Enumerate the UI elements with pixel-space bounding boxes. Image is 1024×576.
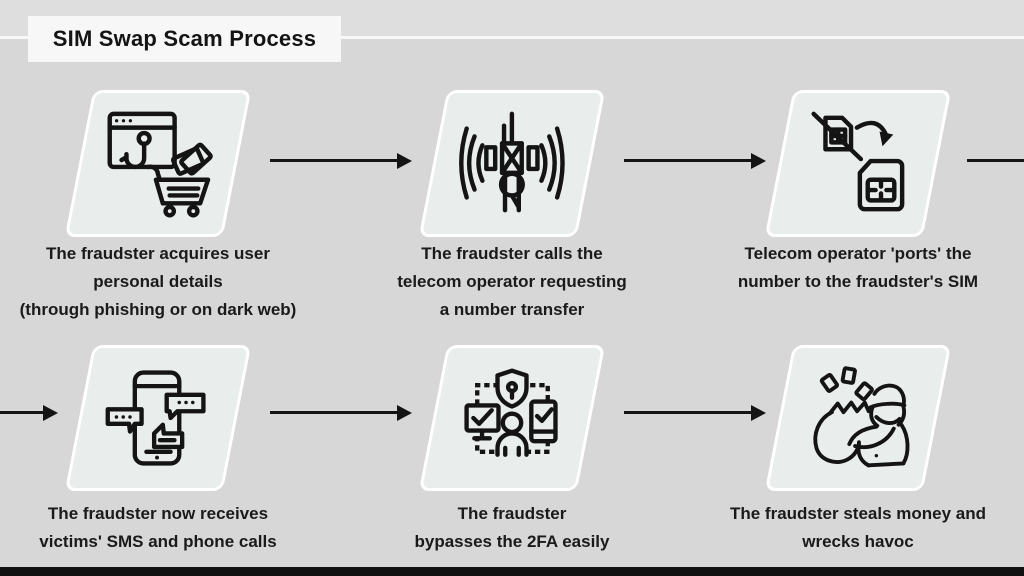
caption-line: (through phishing or on dark web) [19, 300, 297, 319]
step-caption-2: The fraudster calls the telecom operator… [332, 240, 692, 324]
title-box: SIM Swap Scam Process [28, 16, 341, 62]
2fa-bypass-icon [455, 361, 569, 475]
phishing-cart-icon [100, 105, 216, 223]
caption-line: Telecom operator 'ports' the [744, 244, 972, 263]
arrow-step4-step5 [270, 404, 412, 421]
step-card-6 [764, 345, 952, 491]
arrow-row1-exit [967, 159, 1024, 162]
page-title: SIM Swap Scam Process [52, 26, 317, 51]
sim-swap-icon [800, 106, 916, 222]
step-caption-1: The fraudster acquires user personal det… [0, 240, 338, 324]
step-caption-6: The fraudster steals money and wrecks ha… [678, 500, 1024, 556]
arrow-step5-step6 [624, 404, 766, 421]
step-caption-5: The fraudster bypasses the 2FA easily [332, 500, 692, 556]
sms-phone-icon [101, 360, 215, 476]
footer-bar [0, 567, 1024, 576]
step-card-4 [64, 345, 252, 491]
caption-line: victims' SMS and phone calls [39, 532, 277, 551]
caption-line: a number transfer [439, 300, 585, 319]
step-card-3 [764, 90, 952, 237]
caption-line: telecom operator requesting [397, 272, 627, 291]
arrow-step2-step3 [624, 152, 766, 169]
caption-line: wrecks havoc [802, 532, 914, 551]
arrow-step1-step2 [270, 152, 412, 169]
caption-line: The fraudster calls the [421, 244, 603, 263]
step-caption-4: The fraudster now receives victims' SMS … [0, 500, 338, 556]
step-caption-3: Telecom operator 'ports' the number to t… [678, 240, 1024, 296]
step-card-1 [64, 90, 252, 237]
step-card-2 [418, 90, 606, 237]
caption-line: The fraudster [457, 504, 567, 523]
caption-line: The fraudster steals money and [729, 504, 987, 523]
caption-line: The fraudster now receives [47, 504, 269, 523]
caption-line: number to the fraudster's SIM [737, 272, 979, 291]
caption-line: The fraudster acquires user [46, 244, 270, 263]
money-thief-icon [801, 360, 915, 476]
caption-line: personal details [93, 272, 223, 291]
step-card-5 [418, 345, 606, 491]
arrow-row2-entry [0, 404, 58, 421]
caption-line: bypasses the 2FA easily [414, 532, 610, 551]
cell-tower-icon [454, 106, 570, 222]
